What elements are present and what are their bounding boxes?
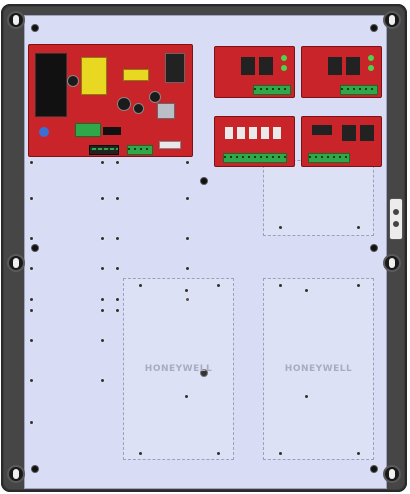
mounting-hole-icon (216, 451, 221, 456)
chip-icon (75, 123, 101, 137)
relay-icon (241, 57, 255, 75)
led-icon (368, 65, 374, 71)
honeywell-outline-left: HONEYWELL (123, 278, 234, 460)
mounting-hole-icon (370, 244, 378, 252)
door-latch-icon[interactable] (389, 198, 403, 240)
capacitor-icon (149, 91, 161, 103)
terminal-block[interactable] (89, 145, 119, 155)
mounting-hole-icon (370, 24, 378, 32)
mounting-hole-icon (29, 297, 34, 302)
keyhole-mount-icon (383, 254, 401, 272)
honeywell-outline-right: HONEYWELL (263, 278, 374, 460)
keyhole-mount-icon (7, 254, 25, 272)
terminal-block[interactable] (223, 153, 287, 163)
mounting-hole-icon (184, 288, 189, 293)
terminal-block[interactable] (253, 85, 291, 95)
outline-label: HONEYWELL (144, 364, 213, 374)
mounting-hole-icon (29, 266, 34, 271)
module-outline (263, 160, 374, 236)
capacitor-icon (39, 127, 49, 137)
mounting-hole-icon (100, 236, 105, 241)
led-icon (368, 55, 374, 61)
mounting-hole-icon (185, 297, 190, 302)
relay-module-2[interactable] (301, 46, 382, 98)
relay-icon (259, 57, 273, 75)
mounting-hole-icon (185, 236, 190, 241)
fuse-icon (159, 141, 181, 149)
mounting-hole-icon (115, 308, 120, 313)
mounting-hole-icon (356, 451, 361, 456)
heatsink-icon (165, 53, 185, 83)
lock-control-module[interactable] (301, 116, 382, 167)
mounting-hole-icon (100, 196, 105, 201)
keyhole-mount-icon (383, 11, 401, 29)
relay-module-1[interactable] (214, 46, 295, 98)
mounting-hole-icon (185, 160, 190, 165)
mounting-hole-icon (278, 225, 283, 230)
relay-icon (342, 125, 356, 141)
mounting-hole-icon (100, 378, 105, 383)
mounting-hole-icon (356, 283, 361, 288)
mounting-hole-icon (29, 236, 34, 241)
mounting-hole-icon (304, 288, 309, 293)
capacitor-icon (133, 103, 144, 114)
mounting-hole-icon (100, 266, 105, 271)
keyhole-mount-icon (383, 465, 401, 483)
relay-icon (157, 103, 175, 119)
mounting-hole-icon (100, 338, 105, 343)
mounting-hole-icon (29, 308, 34, 313)
mounting-hole-icon (29, 160, 34, 165)
relay-icon (360, 125, 374, 141)
mounting-hole-icon (115, 266, 120, 271)
mounting-hole-icon (278, 451, 283, 456)
mounting-hole-icon (138, 451, 143, 456)
mounting-hole-icon (370, 465, 378, 473)
keyhole-mount-icon (7, 11, 25, 29)
fuse-icon (225, 127, 281, 139)
mounting-hole-icon (29, 420, 34, 425)
mounting-hole-icon (115, 236, 120, 241)
keyhole-mount-icon (7, 465, 25, 483)
mounting-hole-icon (31, 465, 39, 473)
relay-icon (346, 57, 360, 75)
mounting-hole-icon (278, 283, 283, 288)
terminal-block[interactable] (308, 153, 350, 163)
mounting-hole-icon (356, 225, 361, 230)
mounting-hole-icon (115, 297, 120, 302)
transformer-icon (35, 53, 67, 117)
mounting-hole-icon (304, 394, 309, 399)
terminal-block[interactable] (127, 145, 153, 155)
led-icon (281, 65, 287, 71)
mounting-hole-icon (185, 266, 190, 271)
mounting-hole-icon (185, 196, 190, 201)
mounting-hole-icon (100, 297, 105, 302)
transformer-icon (81, 57, 107, 95)
mounting-hole-icon (31, 24, 39, 32)
power-supply-board[interactable] (28, 44, 193, 157)
terminal-block[interactable] (340, 85, 378, 95)
capacitor-icon (67, 75, 79, 87)
capacitor-icon (117, 97, 131, 111)
mounting-hole-icon (216, 283, 221, 288)
chip-icon (312, 125, 332, 135)
mounting-hole-icon (29, 338, 34, 343)
outline-label: HONEYWELL (284, 364, 353, 374)
distribution-module[interactable] (214, 116, 295, 167)
mounting-hole-icon (115, 196, 120, 201)
mounting-hole-icon (100, 308, 105, 313)
relay-icon (328, 57, 342, 75)
chip-icon (103, 127, 121, 135)
led-icon (281, 55, 287, 61)
mounting-hole-icon (200, 369, 208, 377)
mounting-hole-icon (138, 283, 143, 288)
mounting-hole-icon (184, 394, 189, 399)
mounting-hole-icon (100, 160, 105, 165)
inductor-icon (123, 69, 149, 81)
mounting-hole-icon (200, 177, 208, 185)
mounting-hole-icon (29, 196, 34, 201)
mounting-hole-icon (31, 244, 39, 252)
mounting-hole-icon (29, 378, 34, 383)
mounting-hole-icon (115, 160, 120, 165)
